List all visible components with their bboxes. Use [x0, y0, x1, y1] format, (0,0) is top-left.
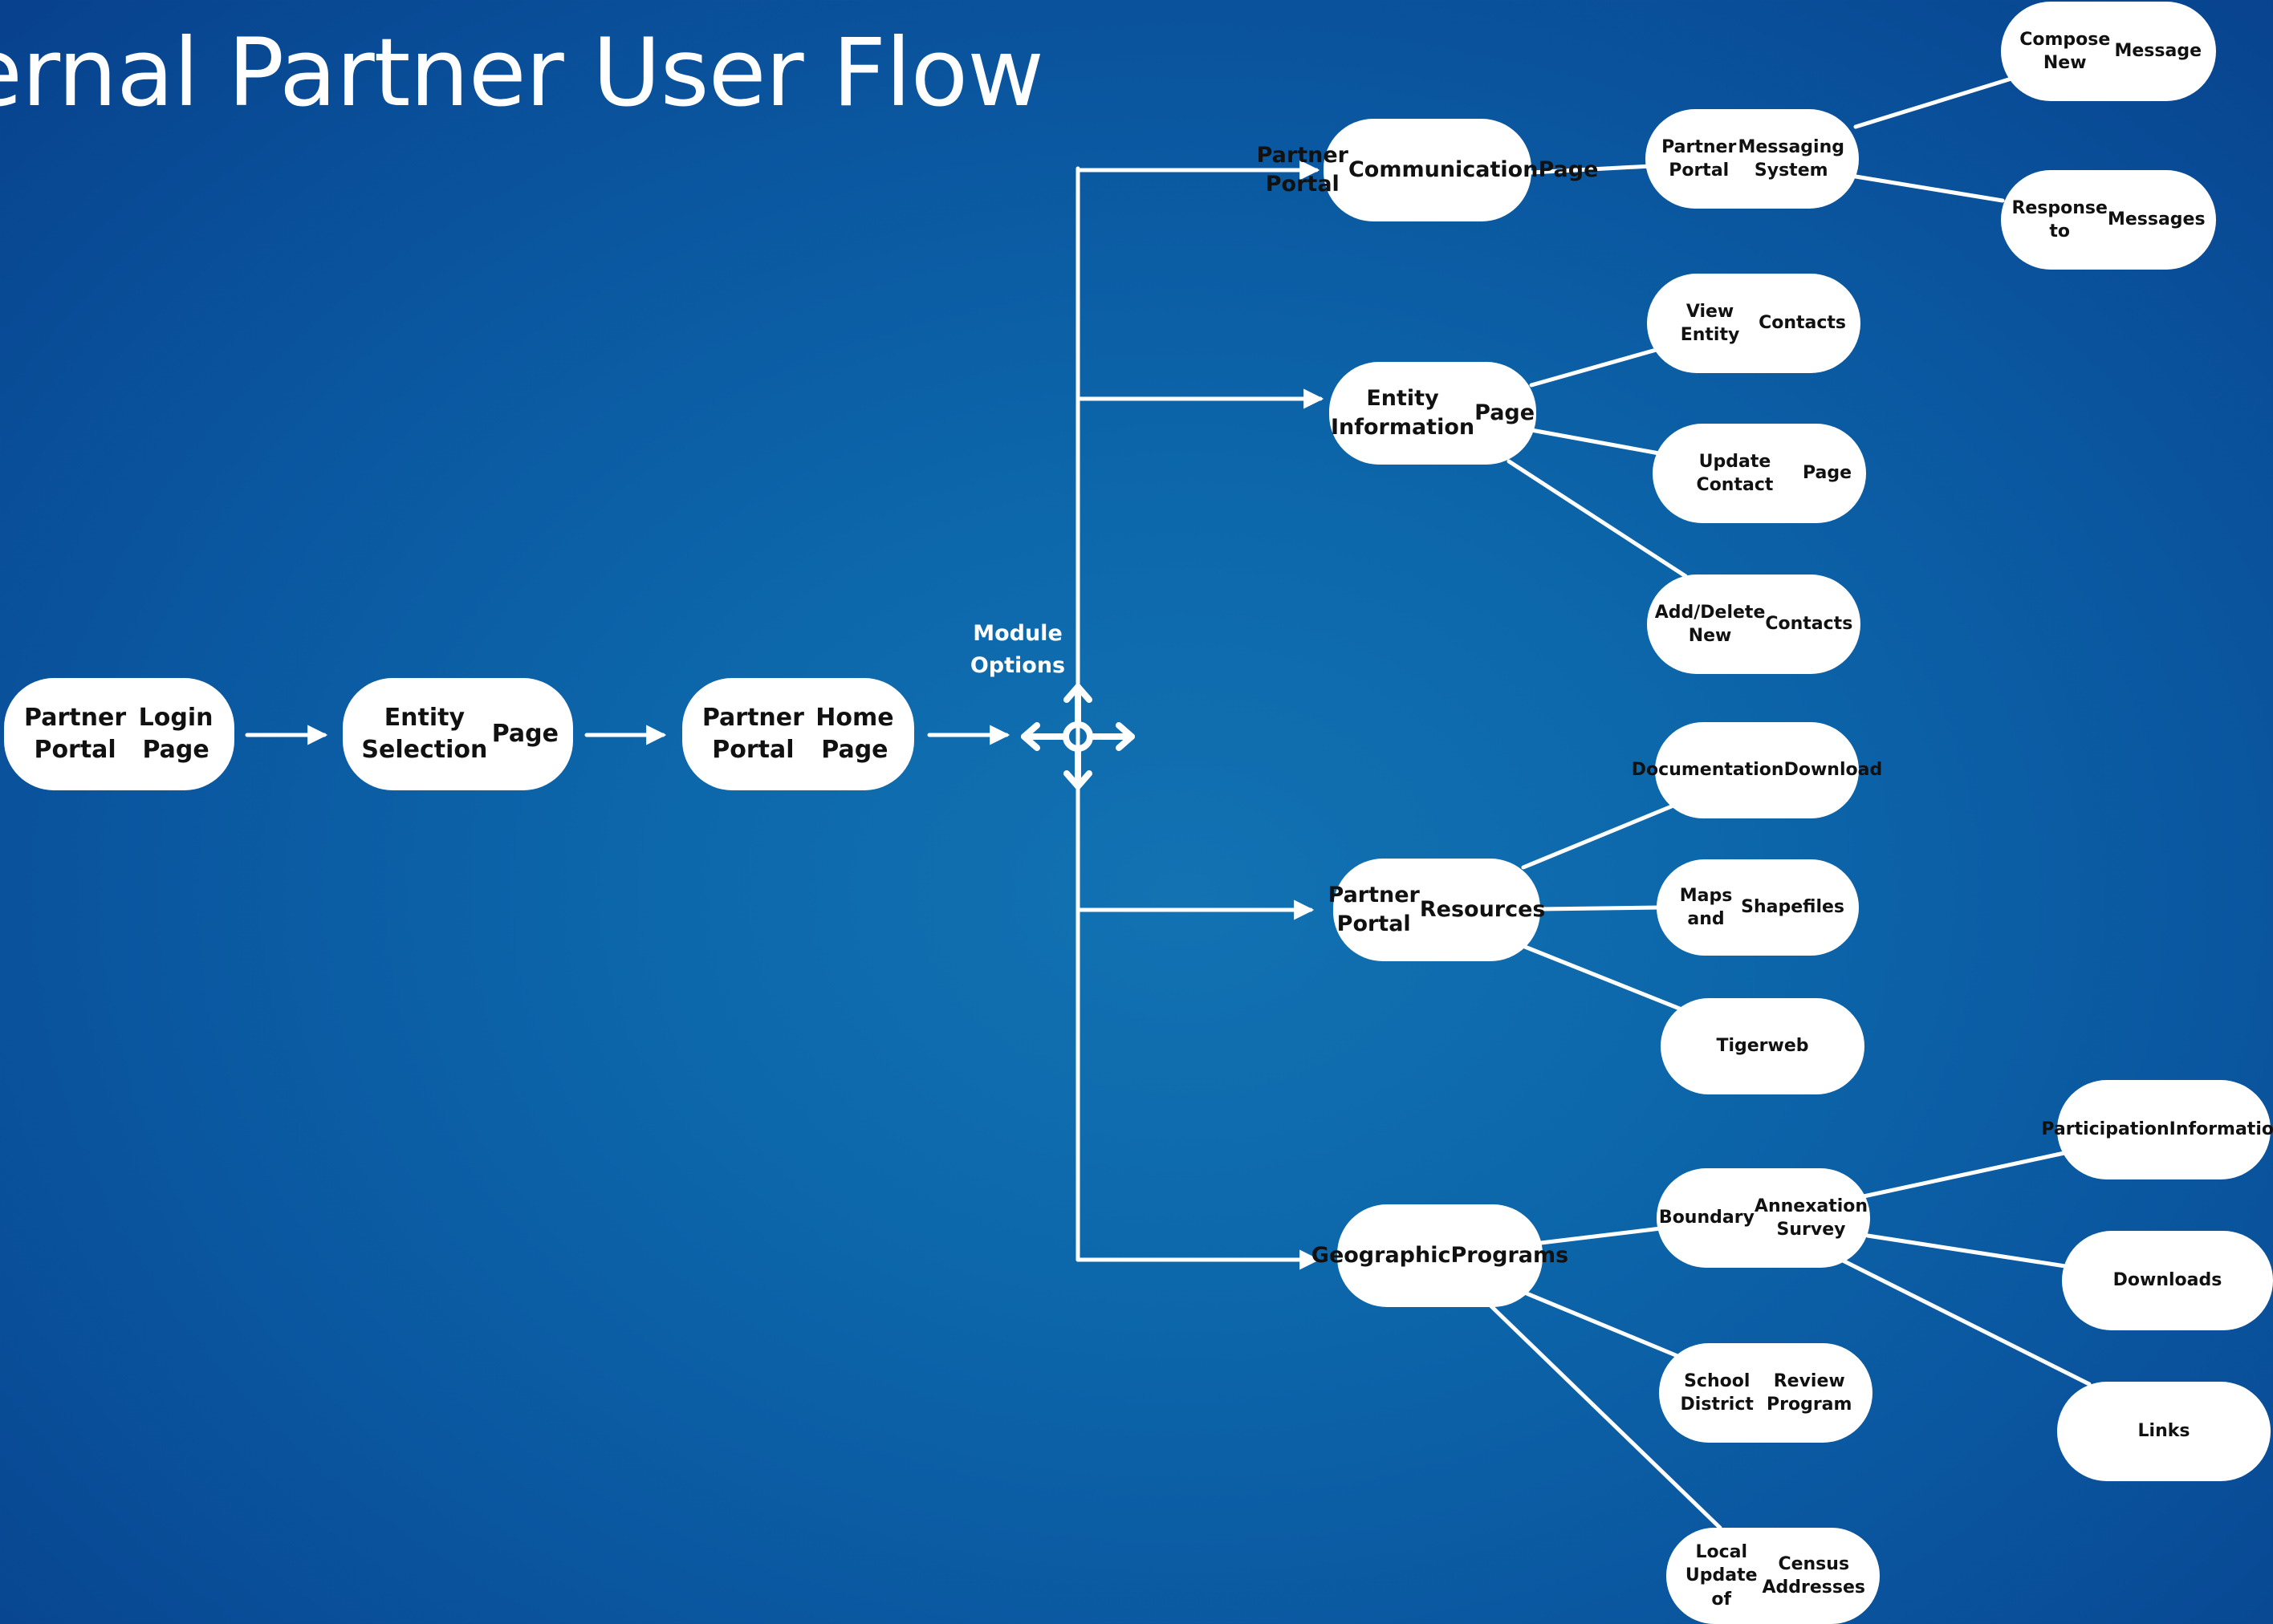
connector-geographic-luca	[1489, 1304, 1722, 1530]
connector-boundary-downloads	[1865, 1233, 2068, 1269]
node-text: Partner Portal	[701, 704, 804, 764]
node-text: Entity Information	[1330, 386, 1475, 440]
node-text: Contacts	[1765, 614, 1853, 635]
node-text: Census Addresses	[1762, 1553, 1866, 1598]
node-text: Maps and	[1679, 885, 1733, 929]
node-text: Page	[1474, 400, 1535, 426]
connector-entity-update-contact	[1529, 428, 1661, 456]
node-text: Partner Portal	[1661, 136, 1737, 181]
node-participation-information: ParticipationInformation	[2041, 1080, 2273, 1179]
connector-messaging-response	[1853, 174, 2005, 203]
node-text: Partner Portal	[1328, 883, 1420, 936]
module-options-line-2: Options	[970, 652, 1066, 678]
connector-boundary-links	[1840, 1258, 2092, 1386]
node-text: Downloads	[2112, 1270, 2222, 1291]
node-text: Messages	[2107, 209, 2206, 230]
node-text: Links	[2137, 1421, 2190, 1442]
node-text: Update Contact	[1696, 451, 1774, 495]
connector-entity-view-contacts	[1529, 347, 1661, 388]
node-text: Page	[1802, 463, 1852, 484]
node-text: Home Page	[815, 704, 894, 764]
node-text: Response to	[2011, 197, 2108, 242]
node-text: Shapefiles	[1741, 897, 1844, 918]
node-links: Links	[2057, 1382, 2271, 1481]
node-text: Information	[2169, 1119, 2273, 1140]
node-text: Boundary	[1658, 1208, 1755, 1228]
node-view-entity-contacts: View Entity Contacts	[1647, 274, 1860, 373]
node-text: Resources	[1419, 897, 1546, 923]
node-text: Download	[1783, 760, 1883, 781]
node-text: Messaging System	[1738, 136, 1844, 181]
node-downloads: Downloads	[2062, 1231, 2273, 1330]
node-text: Documentation	[1631, 760, 1784, 781]
connector-resources-tigerweb	[1523, 944, 1684, 1012]
connector-messaging-compose	[1853, 76, 2014, 129]
node-text: Compose New	[2019, 29, 2111, 73]
node-text: Communication	[1348, 157, 1539, 183]
module-options-label: Module Options	[955, 618, 1080, 682]
node-text: Add/Delete New	[1654, 602, 1766, 646]
node-text: Login Page	[138, 704, 213, 764]
node-text: Contacts	[1759, 313, 1846, 334]
node-text: Tigerweb	[1716, 1036, 1809, 1057]
node-text: View Entity	[1680, 301, 1740, 345]
node-text: Partner Portal	[1256, 143, 1348, 197]
node-text: Local Update of	[1685, 1542, 1758, 1610]
node-update-contact-page: Update Contact Page	[1653, 424, 1866, 523]
module-options-line-1: Module	[973, 621, 1063, 646]
node-maps-and-shapefiles: Maps and Shapefiles	[1657, 859, 1859, 956]
connector-resources-documentation	[1521, 803, 1676, 870]
node-text: Page	[1538, 157, 1599, 183]
node-text: Programs	[1450, 1243, 1569, 1269]
page-title: ernal Partner User Flow	[0, 18, 1044, 128]
node-tigerweb: Tigerweb	[1661, 998, 1864, 1094]
connector-boundary-participation	[1861, 1151, 2067, 1199]
connector-geographic-boundary	[1539, 1226, 1663, 1245]
node-text: Page	[491, 720, 559, 749]
node-text: Entity Selection	[361, 704, 488, 764]
node-school-district-review: School District Review Program	[1659, 1343, 1872, 1443]
connector-entity-add-delete	[1507, 459, 1688, 579]
node-text: Review Program	[1767, 1370, 1852, 1415]
connector-resources-maps	[1537, 905, 1661, 911]
node-text: Geographic	[1311, 1243, 1451, 1269]
node-text: Annexation Survey	[1754, 1196, 1868, 1240]
connector-communication-messaging	[1529, 164, 1653, 175]
node-text: School District	[1680, 1370, 1754, 1415]
node-text: Participation	[2041, 1119, 2169, 1140]
node-text: Message	[2114, 41, 2202, 62]
move-arrows-icon	[1021, 684, 1135, 790]
node-text: Partner Portal	[24, 704, 127, 764]
connector-geographic-school	[1524, 1291, 1684, 1360]
